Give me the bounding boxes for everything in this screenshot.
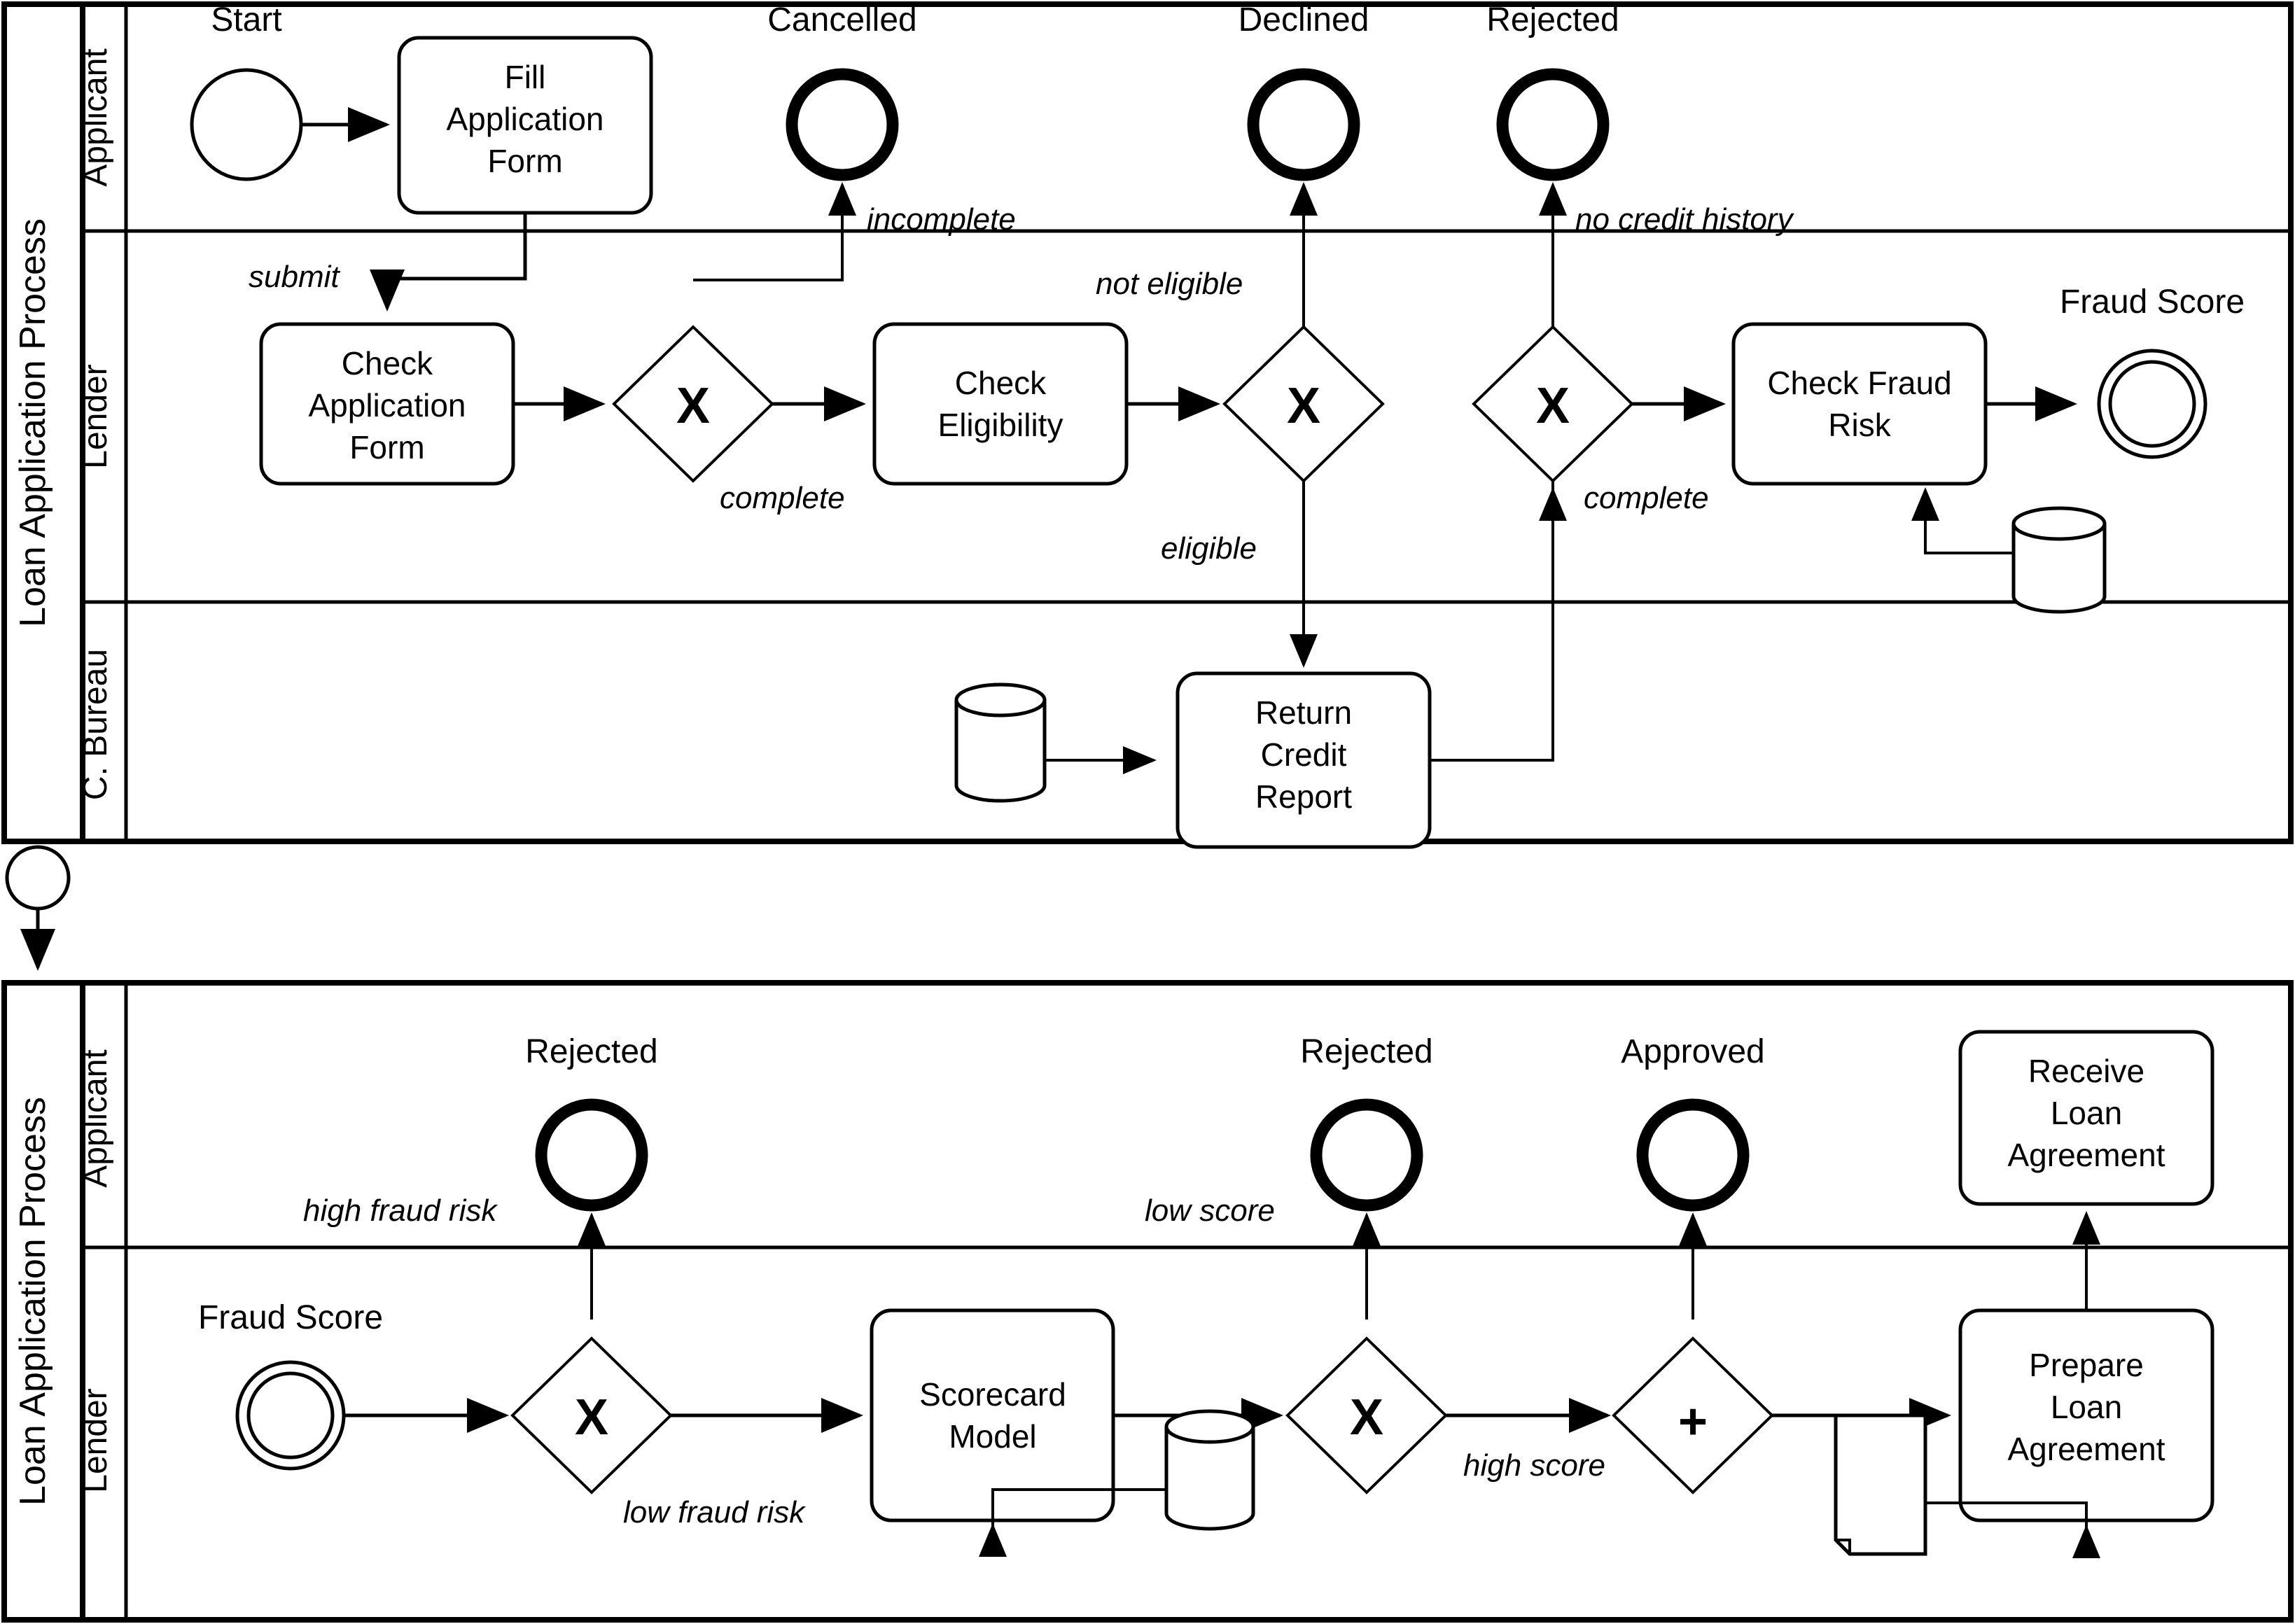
task-return-credit-report-line2: Credit — [1261, 736, 1347, 773]
task-prepare-loan-agreement-line1: Prepare — [2029, 1347, 2144, 1383]
task-check-fraud-risk[interactable] — [1731, 322, 1988, 486]
end-rejected-1-label: Rejected — [1486, 1, 1619, 38]
flow-low-fraud-risk-label: low fraud risk — [623, 1495, 806, 1530]
pool-2: Loan Application Process Applicant Lende… — [1, 980, 2294, 1623]
flow-high-score-label: high score — [1463, 1448, 1605, 1483]
flow-complete-2-label: complete — [1584, 481, 1709, 515]
end-approved-circle[interactable] — [1636, 1098, 1750, 1212]
lane-cbureau-1-label: C. Bureau — [77, 649, 114, 800]
gateway-parallel-symbol: + — [1678, 1394, 1708, 1450]
end-cancelled-label: Cancelled — [767, 1, 916, 38]
gateway-completeness-symbol: X — [676, 378, 710, 434]
task-receive-loan-agreement-line1: Receive — [2028, 1053, 2144, 1089]
flow-incomplete-label: incomplete — [867, 202, 1016, 237]
flow-not-eligible-label: not eligible — [1096, 267, 1243, 301]
int-fraud-score-in-inner — [246, 1371, 335, 1460]
flow-creditreport-to-gw3 — [1430, 487, 1567, 762]
task-return-credit-report-line3: Report — [1255, 778, 1352, 815]
flow-fraudstore-to-task — [1911, 487, 2014, 554]
flow-incomplete-path — [693, 182, 856, 281]
task-receive-loan-agreement[interactable] — [1958, 1030, 2214, 1206]
flow-submit-label: submit — [249, 260, 340, 294]
end-cancelled-circle[interactable] — [786, 68, 899, 181]
gateway-credit-history[interactable] — [1472, 325, 1634, 483]
flow-no-credit-history-label: no credit history — [1575, 202, 1795, 237]
flow-low-score-label: low score — [1145, 1194, 1275, 1228]
end-rejected-3-label: Rejected — [1300, 1033, 1432, 1070]
int-fraud-score-out-label: Fraud Score — [2060, 284, 2245, 321]
end-approved-label: Approved — [1621, 1033, 1764, 1070]
task-scorecard-model-line2: Model — [949, 1418, 1036, 1455]
lane-lender-1-label: Lender — [77, 364, 114, 468]
start-event-circle[interactable] — [190, 68, 303, 181]
end-rejected-2-label: Rejected — [525, 1033, 657, 1070]
end-rejected-2-circle[interactable] — [535, 1098, 648, 1212]
task-fill-application-form-line3: Form — [487, 143, 562, 179]
task-prepare-loan-agreement-line2: Loan — [2051, 1389, 2122, 1425]
task-check-eligibility[interactable] — [872, 322, 1129, 486]
end-declined-label: Declined — [1239, 1, 1369, 38]
gateway-fraud-risk-symbol: X — [575, 1390, 608, 1446]
end-declined-circle[interactable] — [1247, 68, 1360, 181]
pool-2-border — [1, 980, 2294, 1623]
flow-high-fraud-risk-label: high fraud risk — [303, 1194, 498, 1228]
task-check-application-form-line2: Application — [308, 387, 466, 424]
task-prepare-loan-agreement-line3: Agreement — [2007, 1431, 2165, 1467]
task-return-credit-report-line1: Return — [1255, 694, 1352, 731]
pool-2-label: Loan Application Process — [13, 1097, 53, 1506]
task-check-application-form-line3: Form — [349, 429, 424, 465]
gateway-completeness[interactable] — [612, 325, 774, 483]
int-fraud-score-in-label: Fraud Score — [198, 1299, 383, 1336]
task-fill-application-form-line1: Fill — [505, 59, 546, 95]
start-event-label: Start — [211, 1, 281, 38]
pool-1: Loan Application Process Applicant Lende… — [1, 1, 2294, 849]
task-check-fraud-risk-line2: Risk — [1828, 407, 1891, 443]
task-check-fraud-risk-line1: Check Fraud — [1767, 365, 1951, 401]
pool-1-label: Loan Application Process — [13, 218, 53, 627]
task-receive-loan-agreement-line3: Agreement — [2007, 1137, 2165, 1173]
gateway-score-symbol: X — [1350, 1390, 1383, 1446]
flow-scorestore-seg — [991, 1488, 1166, 1533]
task-check-eligibility-line1: Check — [955, 365, 1047, 401]
scorecard-data-store[interactable] — [1164, 1409, 1255, 1531]
gateway-credit-history-symbol: X — [1536, 378, 1570, 434]
task-check-eligibility-line2: Eligibility — [938, 407, 1063, 443]
end-rejected-1-circle[interactable] — [1496, 68, 1610, 181]
credit-data-store[interactable] — [954, 682, 1047, 803]
gateway-fraud-risk[interactable] — [510, 1336, 673, 1494]
gateway-parallel[interactable] — [1612, 1336, 1774, 1494]
pool-1-border — [1, 1, 2294, 844]
end-rejected-3-circle[interactable] — [1310, 1098, 1423, 1212]
task-fill-application-form-line2: Application — [446, 101, 604, 137]
lane-applicant-2-label: Applicant — [77, 1049, 114, 1187]
task-receive-loan-agreement-line2: Loan — [2051, 1095, 2122, 1131]
gateway-score[interactable] — [1285, 1336, 1448, 1494]
flow-doc-to-prepare-seg — [1925, 1502, 2088, 1534]
pool-connector — [5, 845, 71, 971]
gateway-eligibility-symbol: X — [1287, 378, 1320, 434]
int-fraud-score-out-inner — [2108, 360, 2196, 448]
task-scorecard-model-line1: Scorecard — [919, 1376, 1066, 1413]
flow-complete-1-label: complete — [720, 481, 845, 515]
fraud-data-store[interactable] — [2011, 506, 2107, 614]
task-check-application-form-line1: Check — [342, 345, 433, 382]
lane-lender-2-label: Lender — [77, 1388, 114, 1492]
flow-eligible-label: eligible — [1161, 531, 1257, 566]
lane-applicant-1-label: Applicant — [77, 48, 114, 186]
flow-submit-path — [370, 213, 527, 312]
loan-agreement-document[interactable] — [1834, 1413, 1927, 1556]
